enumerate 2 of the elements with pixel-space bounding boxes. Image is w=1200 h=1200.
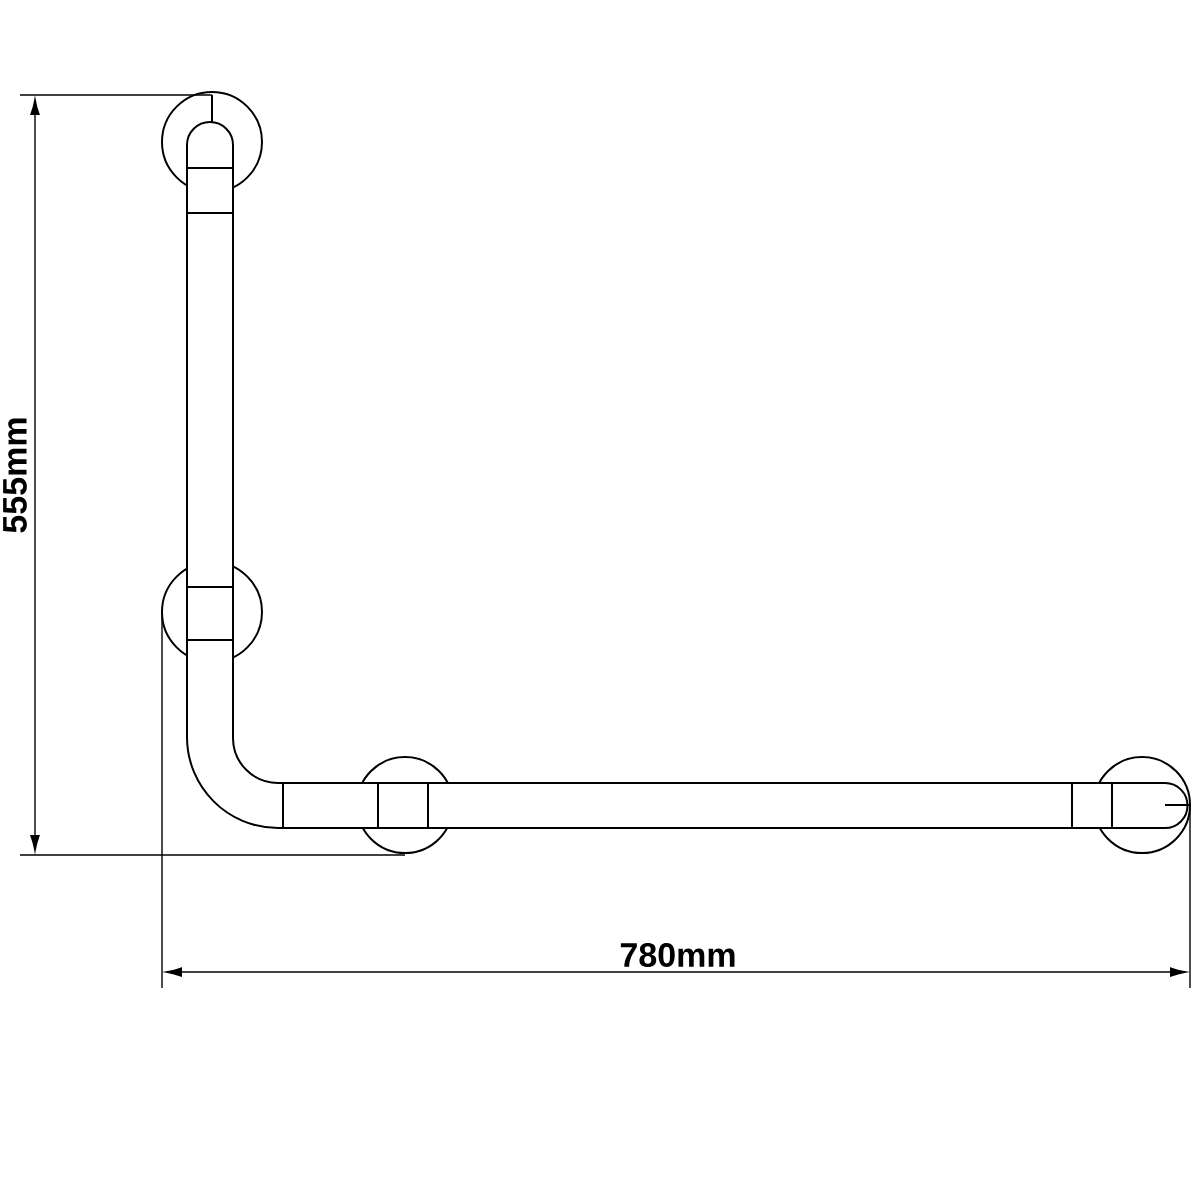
dimension-label: 555mm	[3, 418, 27, 533]
dimension-label: 780mm	[620, 942, 735, 968]
